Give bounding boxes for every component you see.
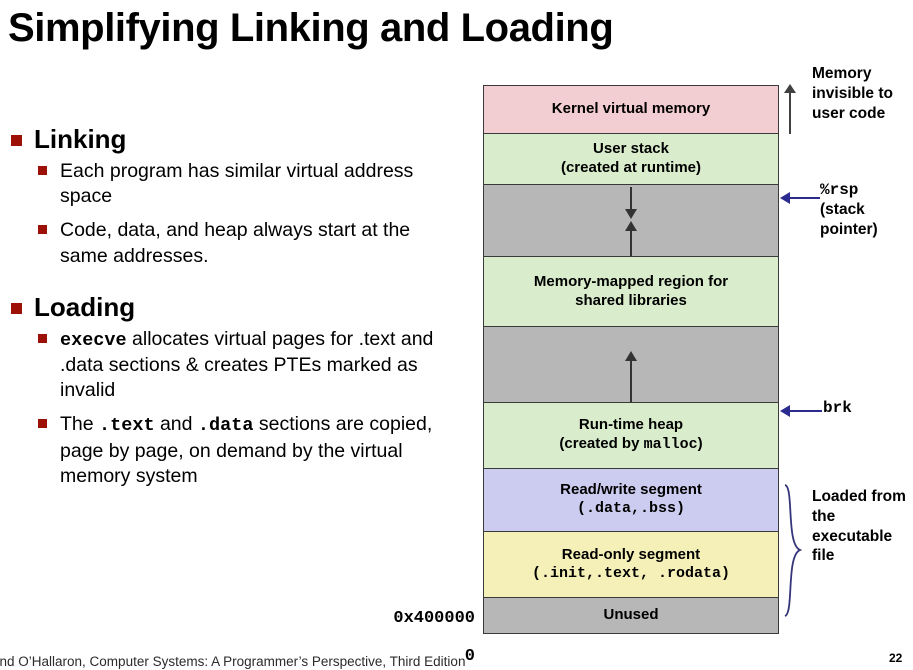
block-label: Kernel virtual memory [551,100,711,118]
rsp-symbol-label: %rsp [820,181,859,199]
sub-bullet-text: sections are copied, page by page, on de… [60,413,433,487]
sub-bullet-execve: execve allocates virtual pages for .text… [6,327,461,404]
code-dot-text: .text [99,415,155,437]
block-sublabel: (created at runtime) [560,159,702,176]
block-read-write-segment: Read/write segment (.data,.bss) [483,468,779,531]
block-label: User stack [593,140,669,158]
block-label: Read-only segment [561,545,701,563]
block-label: Read/write segment [560,481,702,499]
block-run-time-heap: Run-time heap (created by malloc) [483,402,779,468]
bullet-square-icon [11,135,22,146]
block-label: Memory-mapped region for [533,272,729,290]
sub-bullet-text: and [154,413,198,436]
section-spacer [6,278,461,292]
bullet-square-icon [11,303,22,315]
annotation-rsp: %rsp (stack pointer) [820,180,912,240]
annotation-brk: brk [823,399,852,417]
block-sublabel: (created by malloc) [559,435,702,455]
block-label: Unused [603,606,659,624]
loaded-from-brace-icon [784,484,803,617]
sub-bullet-text: Each program has similar virtual address… [60,159,414,208]
sub-bullet-each-program: Each program has similar virtual address… [6,159,461,210]
page-number: 22 [889,651,903,665]
address-label-0: 0 [464,647,475,666]
annotation-loaded-from-executable: Loaded from the executable file [812,488,906,565]
rsp-pointer-line-icon [790,197,820,199]
bullet-heading-label: Linking [34,124,127,154]
bullet-square-icon [38,165,47,175]
bullet-heading-linking: Linking [6,124,461,155]
sub-bullet-text: Code, data, and heap always start at the… [60,219,411,267]
bullet-heading-label: Loading [34,292,136,323]
rsp-description-label: (stack pointer) [820,201,878,239]
code-dot-data: .data [197,415,254,437]
sub-bullet-text: The [60,413,100,436]
block-unused: Unused [483,597,779,634]
block-kernel-virtual-memory: Kernel virtual memory [483,85,779,133]
memory-layout-diagram: Kernel virtual memory User stack (create… [483,85,779,634]
code-malloc: malloc [643,436,698,453]
block-stack-growth-gap [483,184,779,256]
block-user-stack: User stack (created at runtime) [483,133,779,184]
block-read-only-segment: Read-only segment (.init,.text, .rodata) [483,531,779,597]
page-title: Simplifying Linking and Loading [8,6,614,50]
bullet-heading-loading: Loading [6,292,461,323]
sub-bullet-text-data-copied: The .text and .data sections are copied,… [6,412,461,489]
sub-bullet-code-data-heap: Code, data, and heap always start at the… [6,218,461,269]
address-label-0x400000: 0x400000 [393,609,475,628]
bullet-square-icon [38,333,47,343]
block-sublabel-suffix: ) [697,435,703,452]
block-sublabel: (.data,.bss) [576,500,686,517]
block-sublabel: (.init,.text, .rodata) [531,564,731,582]
brk-pointer-head-icon [780,405,790,417]
bullet-square-icon [38,419,47,429]
sub-bullet-text: allocates virtual pages for .text and .d… [60,327,434,402]
footer-citation: and O’Hallaron, Computer Systems: A Prog… [0,654,466,669]
block-heap-growth-gap [483,326,779,405]
bullet-column: Linking Each program has similar virtual… [6,124,461,498]
kernel-region-arrow-icon [789,88,791,134]
block-memory-mapped-region: Memory-mapped region for shared librarie… [483,256,779,326]
code-execve: execve [60,329,127,351]
block-sublabel-prefix: (created by [559,435,644,452]
annotation-memory-invisible: Memory invisible to user code [812,65,893,122]
block-label: Run-time heap [578,416,684,434]
rsp-pointer-head-icon [780,192,790,204]
block-sublabel: shared libraries [575,291,687,309]
bullet-square-icon [38,225,47,235]
brk-pointer-line-icon [790,410,822,412]
